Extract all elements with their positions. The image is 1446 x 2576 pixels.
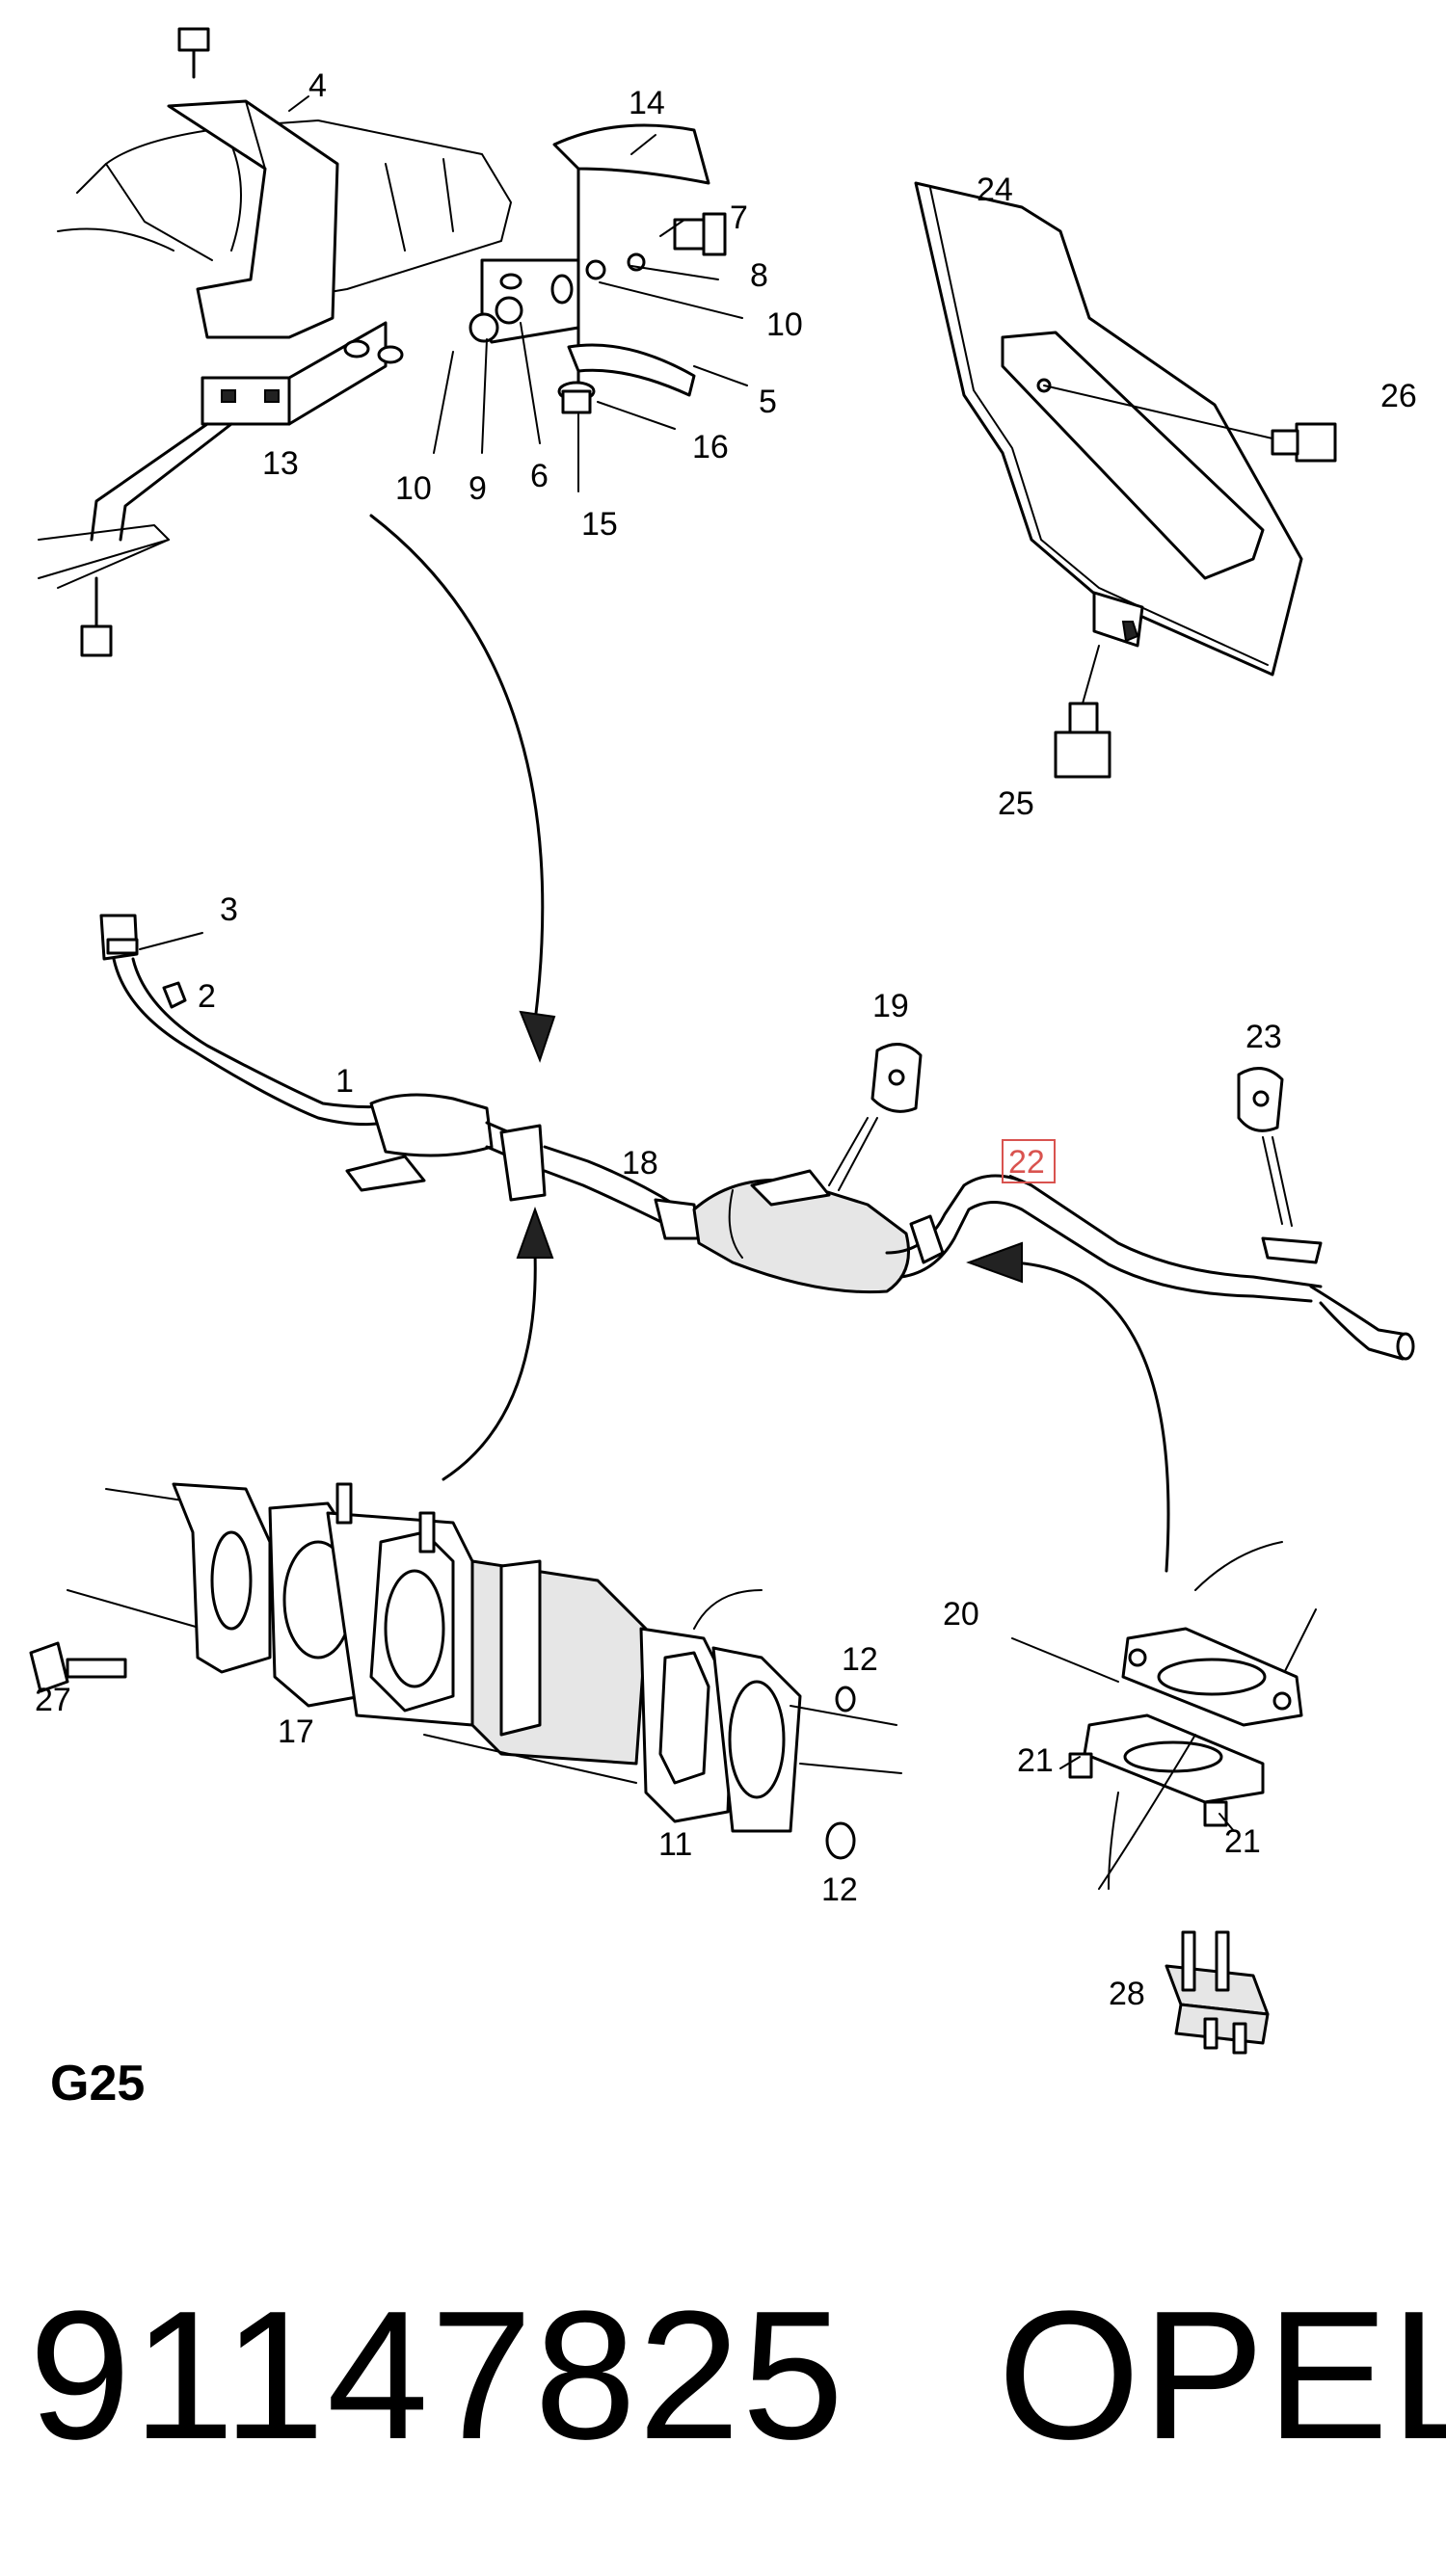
part-number: 91147825 [29, 2273, 846, 2478]
callout-15: 15 [581, 506, 618, 543]
callout-11: 11 [658, 1826, 692, 1863]
callout-4: 4 [308, 67, 327, 104]
transmission-mount-detail [38, 27, 727, 657]
callout-8: 8 [750, 257, 768, 294]
callout-22-highlight [1002, 1139, 1056, 1183]
callout-18: 18 [622, 1145, 658, 1182]
callout-21-left: 21 [1017, 1742, 1054, 1779]
callout-13: 13 [262, 445, 299, 482]
callout-17: 17 [278, 1713, 314, 1750]
callout-20: 20 [943, 1596, 979, 1633]
callout-1: 1 [335, 1063, 354, 1100]
heat-shield-detail [914, 181, 1337, 779]
callout-labels: 4 14 7 8 10 5 16 15 6 9 10 13 24 26 25 3… [35, 67, 1417, 2012]
callout-2: 2 [198, 978, 216, 1015]
callout-6: 6 [530, 458, 549, 494]
callout-26: 26 [1380, 378, 1417, 414]
callout-16: 16 [692, 429, 729, 465]
callout-12-bottom: 12 [821, 1872, 858, 1908]
callout-14: 14 [629, 85, 665, 121]
callout-5: 5 [759, 384, 777, 420]
diagram-id: G25 [50, 2056, 146, 2111]
callout-27: 27 [35, 1682, 71, 1718]
rear-flange-detail [1068, 1541, 1317, 2055]
callout-12-top: 12 [842, 1641, 878, 1678]
callout-24: 24 [977, 172, 1013, 208]
callout-22: 22 [1008, 1144, 1045, 1181]
callout-10-right: 10 [766, 306, 803, 343]
callout-25: 25 [998, 785, 1034, 822]
callout-10-left: 10 [395, 470, 432, 507]
callout-28: 28 [1109, 1976, 1145, 2012]
callout-3: 3 [220, 891, 238, 928]
arrows [369, 514, 1170, 1573]
exhaust-pipe-assembly [99, 914, 1415, 1361]
brand-name: OPEL [998, 2273, 1446, 2478]
callout-19: 19 [872, 988, 909, 1024]
leader-lines-top-left [288, 95, 748, 492]
callout-9: 9 [469, 470, 487, 507]
callout-21-right: 21 [1224, 1823, 1261, 1860]
callout-7: 7 [730, 199, 748, 236]
leader-lines-misc [139, 932, 1235, 1832]
converter-flange-detail [29, 1482, 902, 1860]
callout-23: 23 [1245, 1019, 1282, 1055]
